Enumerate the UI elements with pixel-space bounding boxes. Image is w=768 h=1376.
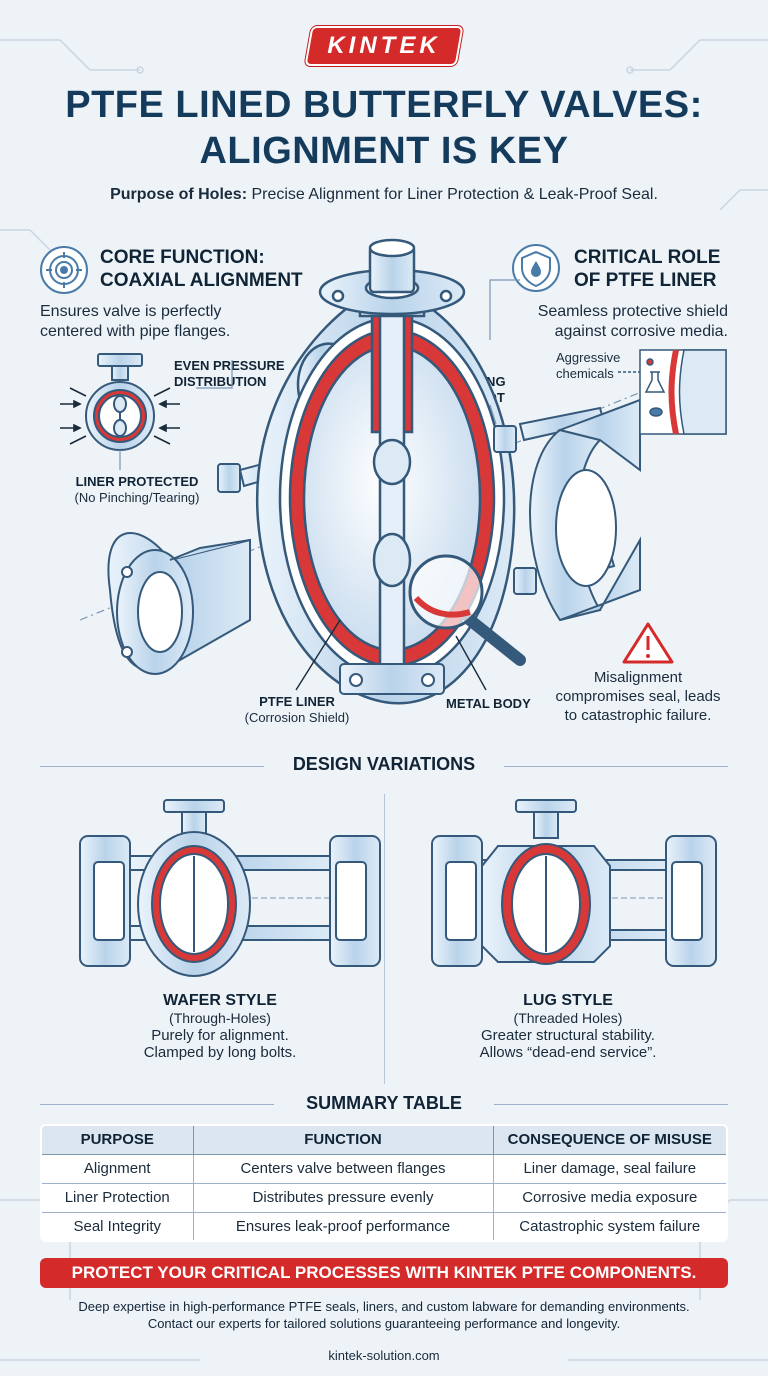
title-line-1: PTFE LINED BUTTERFLY VALVES: [65,84,703,126]
magnifier-icon [408,554,526,666]
design-heading: DESIGN VARIATIONS [264,754,504,775]
even-pressure-line-2: DISTRIBUTION [174,374,267,389]
chemicals-line-1: Aggressive [556,350,621,365]
pressure-arrows [60,387,180,445]
title-line-2: ALIGNMENT IS KEY [199,130,569,172]
critical-desc-line-1: Seamless protective shield [537,303,728,320]
table-cell: Liner damage, seal failure [492,1153,726,1184]
main-valve-diagram [60,238,727,705]
wafer-style-line-2: Clamped by long bolts. [143,1044,297,1061]
even-pressure-label: EVEN PRESSURE DISTRIBUTION [174,358,285,390]
table-row: Liner Protection Distributes pressure ev… [42,1182,726,1213]
table-row: Seal Integrity Ensures leak-proof perfor… [42,1211,726,1240]
core-desc-line-2: centered with pipe flanges. [40,323,231,340]
metal-body-label: METAL BODY [446,696,531,711]
design-variations-diagram [79,799,717,977]
critical-heading-line-1: CRITICAL ROLE [574,247,721,268]
even-pressure-leader [196,360,233,389]
chemical-inset [618,349,727,435]
design-center-divider [384,794,385,1084]
lug-valve [431,799,717,967]
table-cell: Distributes pressure evenly [192,1182,494,1213]
table-cell: Alignment [42,1153,194,1184]
table-cell: Seal Integrity [42,1211,194,1240]
subtitle: Purpose of Holes: Precise Alignment for … [20,186,748,204]
subtitle-lead: Purpose of Holes: [110,186,248,203]
ptfe-liner-note: (Corrosion Shield) [244,710,350,725]
page-title: PTFE LINED BUTTERFLY VALVES: ALIGNMENT I… [20,82,748,174]
valve-top-flange [318,238,466,318]
table-cell: Catastrophic system failure [492,1211,726,1240]
core-desc-line-1: Ensures valve is perfectly [40,303,222,320]
footer-description: Deep expertise in high-performance PTFE … [20,1298,748,1332]
metal-body-leader [455,635,487,691]
wafer-valve [79,799,381,977]
main-valve-body [255,284,516,705]
table-header-consequence: CONSEQUENCE OF MISUSE [492,1126,726,1155]
wafer-style-block: WAFER STYLE (Through-Holes) Purely for a… [80,992,360,1061]
liner-protected-label: LINER PROTECTED (No Pinching/Tearing) [42,474,232,506]
lug-style-sub: (Threaded Holes) [513,1010,623,1026]
table-header-purpose: PURPOSE [42,1126,194,1155]
website-link[interactable]: kintek-solution.com [328,1348,440,1363]
core-heading-line-1: CORE FUNCTION: [100,247,265,268]
critical-description: Seamless protective shield against corro… [500,302,728,342]
shield-drop-icon [512,244,560,292]
footer-line-1: Deep expertise in high-performance PTFE … [78,1299,690,1314]
warning-text: Misalignment compromises seal, leads to … [548,668,728,725]
table-header-row: PURPOSE FUNCTION CONSEQUENCE OF MISUSE [42,1126,726,1155]
lug-style-block: LUG STYLE (Threaded Holes) Greater struc… [418,992,718,1061]
right-flange [529,398,641,622]
subtitle-text: Precise Alignment for Liner Protection &… [247,186,658,203]
table-row: Alignment Centers valve between flanges … [42,1153,726,1184]
lug-style-line-2: Allows “dead-end service”. [479,1044,657,1061]
table-cell: Corrosive media exposure [492,1182,726,1213]
critical-desc-line-2: against corrosive media. [554,323,728,340]
long-bolt-leader [489,404,497,425]
core-description: Ensures valve is perfectly centered with… [40,302,230,342]
critical-leader [489,279,520,340]
warning-line-1: Misalignment [593,669,683,686]
summary-table: PURPOSE FUNCTION CONSEQUENCE OF MISUSE A… [40,1124,728,1242]
flask-icon [644,358,666,417]
lug-style-line-1: Greater structural stability. [481,1027,655,1044]
target-icon [40,246,88,294]
table-cell: Liner Protection [42,1182,194,1213]
wafer-style-sub: (Through-Holes) [169,1010,271,1026]
table-cell: Ensures leak-proof performance [192,1211,494,1240]
left-flange [107,532,251,675]
critical-heading: CRITICAL ROLE OF PTFE LINER [574,246,720,292]
table-header-function: FUNCTION [192,1126,494,1155]
liner-protected-text: LINER PROTECTED [75,474,199,489]
chemicals-label: Aggressive chemicals [556,350,620,382]
critical-heading-line-2: OF PTFE LINER [574,270,717,291]
warning-line-2: compromises seal, leads [555,688,721,705]
warning-icon [622,622,674,664]
small-valve-schematic [85,353,155,451]
ptfe-liner-label: PTFE LINER (Corrosion Shield) [222,694,372,726]
footer-line-2: Contact our experts for tailored solutio… [147,1316,621,1331]
ptfe-liner-leader [295,619,341,691]
summary-heading: SUMMARY TABLE [274,1093,494,1114]
table-cell: Centers valve between flanges [192,1153,494,1184]
liner-protected-note: (No Pinching/Tearing) [74,490,200,505]
even-pressure-line-1: EVEN PRESSURE [174,358,285,373]
warning-line-3: to catastrophic failure. [564,707,712,724]
ptfe-liner-text: PTFE LINER [259,694,335,709]
valve-bottom-lug [339,663,445,695]
cta-banner: PROTECT YOUR CRITICAL PROCESSES WITH KIN… [40,1258,728,1288]
lug-style-title: LUG STYLE [523,992,613,1009]
wafer-style-line-1: Purely for alignment. [151,1027,289,1044]
core-heading: CORE FUNCTION: COAXIAL ALIGNMENT [100,246,303,292]
chemicals-line-2: chemicals [556,366,614,381]
core-heading-line-2: COAXIAL ALIGNMENT [100,270,303,291]
wafer-style-title: WAFER STYLE [163,992,277,1009]
